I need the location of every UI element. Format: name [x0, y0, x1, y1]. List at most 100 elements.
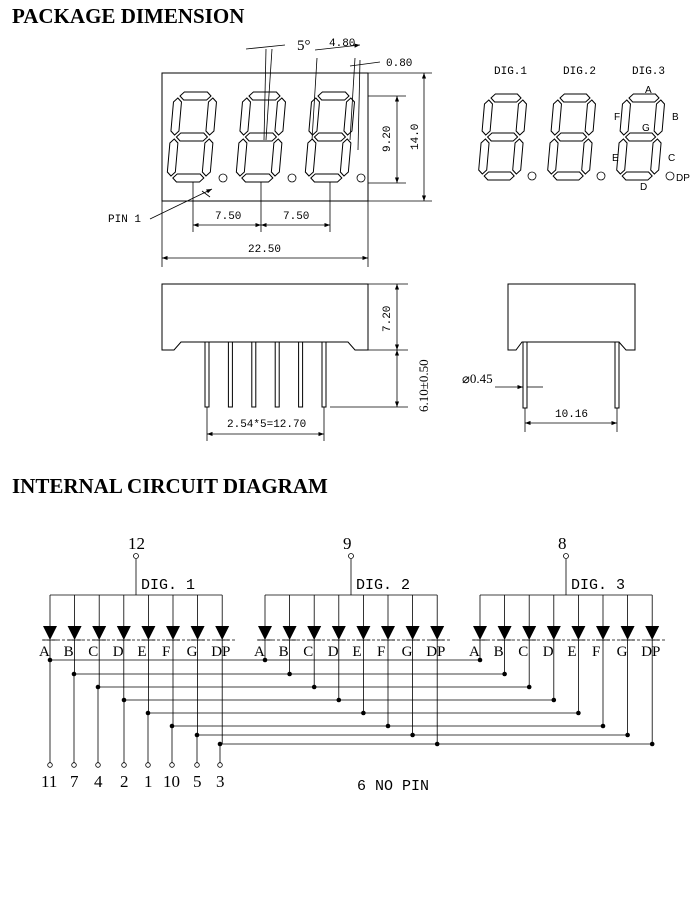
- segment-a-label: A: [645, 85, 652, 96]
- segment-identification-view: DIG.1 DIG.2 DIG.3 A B C D E F G DP: [478, 66, 690, 193]
- angle-label: 5°: [297, 38, 311, 54]
- side-leads: [204, 341, 327, 408]
- slant-width-label: 4.80: [329, 38, 355, 50]
- circuit-segment-label-1-c: C: [88, 644, 98, 660]
- segment-digit-2: [547, 93, 596, 181]
- segment-g-label: G: [642, 123, 650, 134]
- pitch-a-label: 7.50: [215, 211, 241, 223]
- front-digits: [166, 91, 366, 183]
- circuit-diagram-heading: INTERNAL CIRCUIT DIAGRAM: [12, 474, 328, 498]
- side-lead-4: [274, 341, 280, 408]
- segment-pin-b: [71, 762, 77, 768]
- package-dimension-heading: PACKAGE DIMENSION: [12, 4, 244, 28]
- circuit-segment-label-1-a: A: [39, 644, 50, 660]
- led-diode-2-e: [356, 626, 371, 640]
- dig2-label: DIG.2: [563, 66, 596, 78]
- common-pin-number-1: 12: [128, 534, 145, 553]
- common-pin-number-2: 9: [343, 534, 352, 553]
- junction-dot: [502, 671, 507, 677]
- circuit-digit-label-1: DIG. 1: [141, 577, 195, 594]
- body-depth-label: 7.20: [382, 306, 394, 332]
- circuit-segment-label-2-c: C: [303, 644, 313, 660]
- side-body-outline: [161, 283, 369, 351]
- segment-decimal-point-2: [596, 171, 606, 181]
- segment-pin-g: [194, 762, 200, 768]
- segment-pin-number-c: 4: [94, 772, 103, 791]
- segment-pin-number-a: 11: [41, 772, 57, 791]
- display-body-outline: [161, 72, 369, 202]
- circuit-segment-label-3-f: F: [592, 644, 600, 660]
- segment-pin-d: [121, 762, 127, 768]
- circuit-segment-label-1-e: E: [137, 644, 146, 660]
- led-diode-1-d: [116, 626, 131, 640]
- circuit-segment-label-3-dp: DP: [641, 644, 660, 660]
- led-diode-2-a: [258, 626, 272, 640]
- segment-dp-label: DP: [676, 173, 690, 184]
- side-view: 7.20 6.10±0.50 2.54*5=12.70: [161, 283, 431, 441]
- segment-pin-c: [95, 762, 101, 768]
- led-diode-1-b: [67, 626, 82, 640]
- led-diode-3-c: [522, 626, 537, 640]
- common-pin-3: [563, 553, 569, 559]
- circuit-segment-label-2-e: E: [352, 644, 361, 660]
- segment-e-label: E: [612, 153, 619, 164]
- circuit-segment-label-2-a: A: [254, 644, 265, 660]
- segment-b-label: B: [672, 112, 679, 123]
- circuit-segment-label-3-d: D: [543, 644, 554, 660]
- common-pin-1: [133, 553, 139, 559]
- circuit-segment-label-2-d: D: [328, 644, 339, 660]
- circuit-segment-label-1-dp: DP: [211, 644, 230, 660]
- row-spacing-label: 10.16: [555, 409, 588, 421]
- front-digit-1: [166, 91, 217, 183]
- segment-pin-e: [145, 762, 151, 768]
- circuit-segment-label-3-a: A: [469, 644, 480, 660]
- circuit-segment-label-1-g: G: [187, 644, 198, 660]
- body-height-label: 14.0: [410, 124, 422, 150]
- front-digit-3: [304, 91, 355, 183]
- segment-digit-3: [616, 93, 665, 181]
- led-diode-3-b: [497, 626, 512, 640]
- led-diode-3-d: [546, 626, 561, 640]
- segment-pin-number-g: 5: [193, 772, 202, 791]
- circuit-digit-label-3: DIG. 3: [571, 577, 625, 594]
- segment-pin-number-e: 1: [144, 772, 153, 791]
- pitch-b-label: 7.50: [283, 211, 309, 223]
- front-decimal-point-2: [287, 173, 297, 183]
- segment-d-label: D: [640, 182, 647, 193]
- dot-size-label: 0.80: [386, 58, 412, 70]
- pin1-label: PIN 1: [108, 214, 141, 226]
- segment-c-label: C: [668, 153, 675, 164]
- segment-pin-number-f: 10: [163, 772, 180, 791]
- side-lead-2: [227, 341, 233, 408]
- dig3-label: DIG.3: [632, 66, 665, 78]
- front-decimal-point-3: [356, 173, 366, 183]
- segment-digits: [478, 93, 675, 181]
- dig1-label: DIG.1: [494, 66, 527, 78]
- led-diode-2-g: [405, 626, 420, 640]
- common-pin-number-3: 8: [558, 534, 567, 553]
- side-lead-6: [321, 341, 327, 408]
- lead-diameter-label: ⌀0.45: [462, 371, 493, 386]
- led-diode-2-b: [282, 626, 297, 640]
- end-body-outline: [507, 283, 636, 351]
- side-lead-1: [204, 341, 210, 408]
- led-diode-2-d: [331, 626, 346, 640]
- circuit-digit-label-2: DIG. 2: [356, 577, 410, 594]
- segment-pin-dp: [217, 762, 223, 768]
- circuit-segment-label-2-dp: DP: [426, 644, 445, 660]
- led-diode-3-dp: [645, 626, 660, 640]
- front-decimal-point-1: [218, 173, 228, 183]
- led-diode-1-g: [190, 626, 205, 640]
- digit-height-label: 9.20: [382, 126, 394, 152]
- circuit-segment-label-3-c: C: [518, 644, 528, 660]
- circuit-segment-label-2-b: B: [279, 644, 289, 660]
- circuit-segment-label-1-b: B: [64, 644, 74, 660]
- led-diode-3-g: [620, 626, 635, 640]
- front-view: 5° 4.80 0.80 9.20 14.0 7.50 7.50 22.50 P…: [108, 38, 432, 267]
- segment-decimal-point-3: [665, 171, 675, 181]
